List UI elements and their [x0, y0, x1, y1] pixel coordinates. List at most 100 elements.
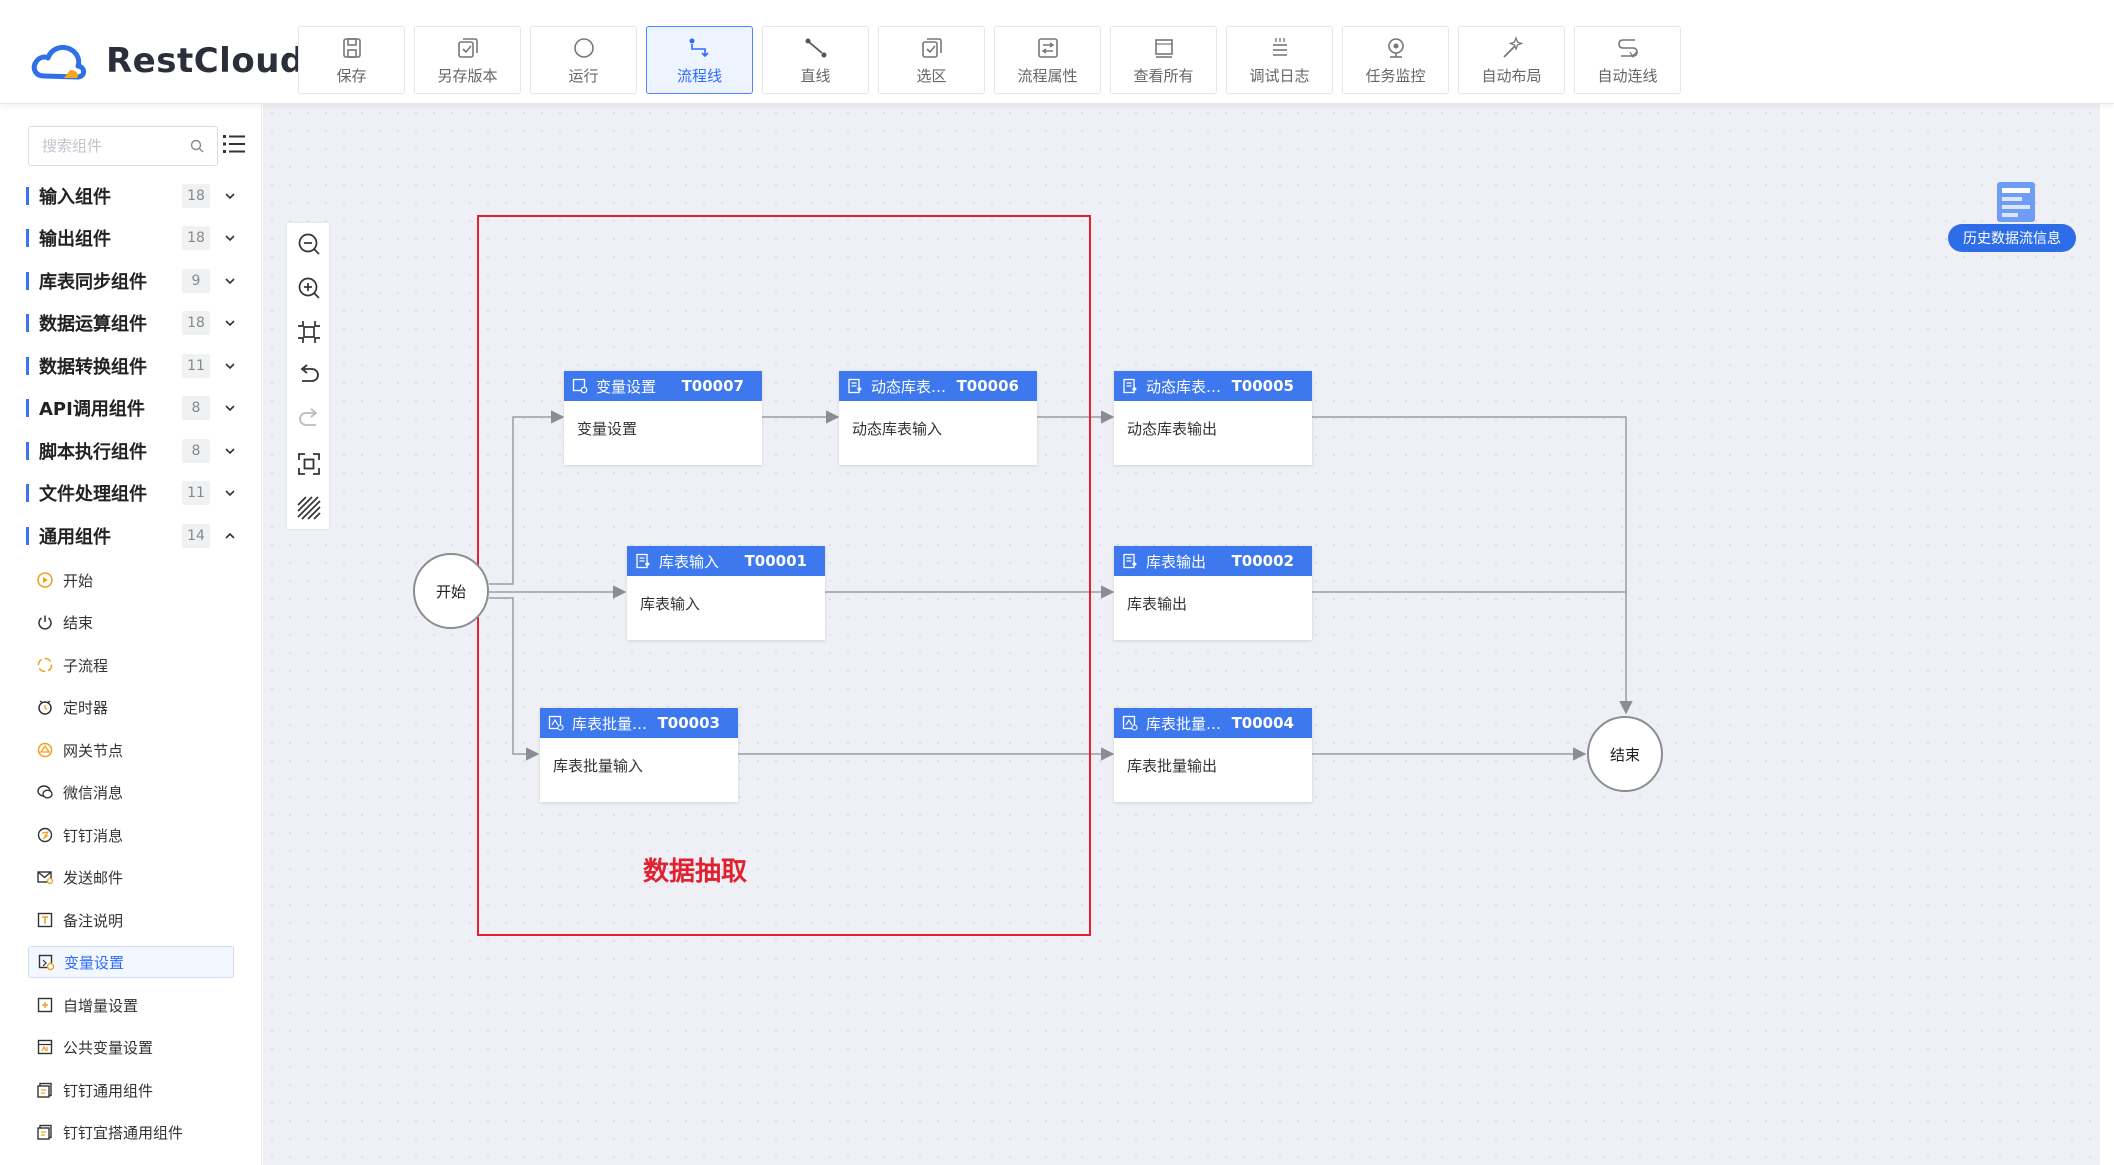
auto-connect-button[interactable]: 自动连线: [1574, 26, 1681, 94]
focus-center-icon[interactable]: [296, 451, 322, 477]
category-label: 文件处理组件: [39, 484, 147, 505]
category-marker: [26, 399, 29, 417]
flow-line-button[interactable]: 流程线: [646, 26, 753, 94]
fit-view-icon[interactable]: [296, 319, 322, 345]
flow-properties-icon: [1037, 37, 1058, 58]
component-public-variable-setting[interactable]: 公共变量设置: [28, 1031, 234, 1063]
zoom-out-icon[interactable]: [296, 231, 322, 257]
straight-line-button[interactable]: 直线: [762, 26, 869, 94]
select-area-button[interactable]: 选区: [878, 26, 985, 94]
category-general[interactable]: 通用组件 14: [26, 520, 236, 552]
node-id: T00002: [1231, 552, 1294, 570]
list-view-icon[interactable]: [222, 132, 246, 156]
category-marker: [26, 187, 29, 205]
component-send-mail[interactable]: 发送邮件: [28, 861, 234, 893]
flow-line-icon: [689, 38, 709, 57]
search-input[interactable]: [42, 137, 182, 155]
zoom-in-icon[interactable]: [296, 275, 322, 301]
category-file-process[interactable]: 文件处理组件 11: [26, 477, 236, 509]
component-label: 备注说明: [63, 911, 124, 930]
node-header: 库表批量… T00003: [540, 708, 738, 738]
category-label: 数据转换组件: [39, 357, 147, 378]
save-as-version-label: 另存版本: [437, 66, 498, 85]
flow-node-table-output[interactable]: 库表输出 T00002 库表输出: [1114, 546, 1312, 640]
category-label: 库表同步组件: [39, 272, 147, 293]
category-api-call[interactable]: API调用组件 8: [26, 392, 236, 424]
component-label: 钉钉宜搭通用组件: [63, 1123, 184, 1142]
debug-log-icon: [1272, 37, 1287, 56]
component-label: 发送邮件: [63, 868, 124, 887]
component-gateway[interactable]: 网关节点: [28, 734, 234, 766]
category-script-exec[interactable]: 脚本执行组件 8: [26, 435, 236, 467]
flow-canvas[interactable]: [263, 104, 2100, 1165]
category-label: API调用组件: [39, 399, 145, 420]
select-area-label: 选区: [916, 66, 947, 85]
save-icon: [342, 37, 361, 58]
category-output[interactable]: 输出组件 18: [26, 222, 236, 254]
category-data-compute[interactable]: 数据运算组件 18: [26, 307, 236, 339]
node-header: 变量设置 T00007: [564, 371, 762, 401]
component-dingtalk-yida-generic[interactable]: 钉钉宜搭通用组件: [28, 1116, 234, 1148]
flow-properties-button[interactable]: 流程属性: [994, 26, 1101, 94]
auto-layout-button[interactable]: 自动布局: [1458, 26, 1565, 94]
component-variable-setting[interactable]: 变量设置: [28, 946, 234, 978]
node-id: T00004: [1231, 714, 1294, 732]
flow-node-table-batch-output[interactable]: 库表批量… T00004 库表批量输出: [1114, 708, 1312, 802]
component-wechat-message[interactable]: 微信消息: [28, 776, 234, 808]
category-data-transform[interactable]: 数据转换组件 11: [26, 350, 236, 382]
brand-name: RestCloud: [106, 41, 305, 81]
category-count: 9: [182, 269, 210, 293]
chevron-down-icon: [225, 490, 235, 497]
batch-input-icon: [548, 715, 564, 731]
component-subflow[interactable]: 子流程: [28, 649, 234, 681]
magic-wand-icon: [1502, 35, 1523, 58]
search-icon[interactable]: [189, 138, 205, 154]
category-count: 18: [182, 311, 210, 335]
run-label: 运行: [568, 66, 599, 85]
save-button[interactable]: 保存: [298, 26, 405, 94]
logo: RestCloud: [30, 36, 305, 86]
component-dingtalk-generic[interactable]: 钉钉通用组件: [28, 1074, 234, 1106]
component-label: 变量设置: [64, 953, 125, 972]
component-increment-setting[interactable]: 自增量设置: [28, 989, 234, 1021]
category-table-sync[interactable]: 库表同步组件 9: [26, 265, 236, 297]
node-title: 库表输出: [1146, 552, 1207, 571]
increment-icon: [37, 997, 53, 1013]
component-end[interactable]: 结束: [28, 606, 234, 638]
debug-log-button[interactable]: 调试日志: [1226, 26, 1333, 94]
grid-toggle-icon[interactable]: [296, 495, 322, 521]
node-header: 库表输出 T00002: [1114, 546, 1312, 576]
component-note[interactable]: 备注说明: [28, 904, 234, 936]
flow-node-table-input[interactable]: 库表输入 T00001 库表输入: [627, 546, 825, 640]
auto-connect-icon: [1617, 38, 1638, 58]
category-input[interactable]: 输入组件 18: [26, 180, 236, 212]
node-title: 库表输入: [659, 552, 720, 571]
category-label: 数据运算组件: [39, 314, 147, 335]
end-node[interactable]: 结束: [1587, 716, 1663, 792]
view-all-button[interactable]: 查看所有: [1110, 26, 1217, 94]
flow-node-variable-setting[interactable]: 变量设置 T00007 变量设置: [564, 371, 762, 465]
save-button-label: 保存: [336, 66, 367, 85]
category-count: 11: [182, 481, 210, 505]
node-title: 库表批量…: [572, 714, 648, 733]
component-start[interactable]: 开始: [28, 564, 234, 596]
task-monitor-button[interactable]: 任务监控: [1342, 26, 1449, 94]
flow-node-table-batch-input[interactable]: 库表批量… T00003 库表批量输入: [540, 708, 738, 802]
view-all-icon: [1154, 38, 1173, 58]
history-dataflow-button[interactable]: 历史数据流信息: [1948, 180, 2076, 252]
auto-layout-label: 自动布局: [1481, 66, 1542, 85]
start-node[interactable]: 开始: [413, 553, 489, 629]
component-label: 定时器: [63, 698, 109, 717]
component-timer[interactable]: 定时器: [28, 691, 234, 723]
play-circle-icon: [37, 572, 53, 588]
redo-icon[interactable]: [296, 407, 322, 433]
category-marker: [26, 272, 29, 290]
node-id: T00005: [1231, 377, 1294, 395]
component-dingtalk-message[interactable]: 钉钉消息: [28, 819, 234, 851]
undo-icon[interactable]: [296, 363, 322, 389]
flow-node-dynamic-table-input[interactable]: 动态库表… T00006 动态库表输入: [839, 371, 1037, 465]
node-id: T00003: [657, 714, 720, 732]
run-button[interactable]: 运行: [530, 26, 637, 94]
save-as-version-button[interactable]: 另存版本: [414, 26, 521, 94]
flow-node-dynamic-table-output[interactable]: 动态库表… T00005 动态库表输出: [1114, 371, 1312, 465]
